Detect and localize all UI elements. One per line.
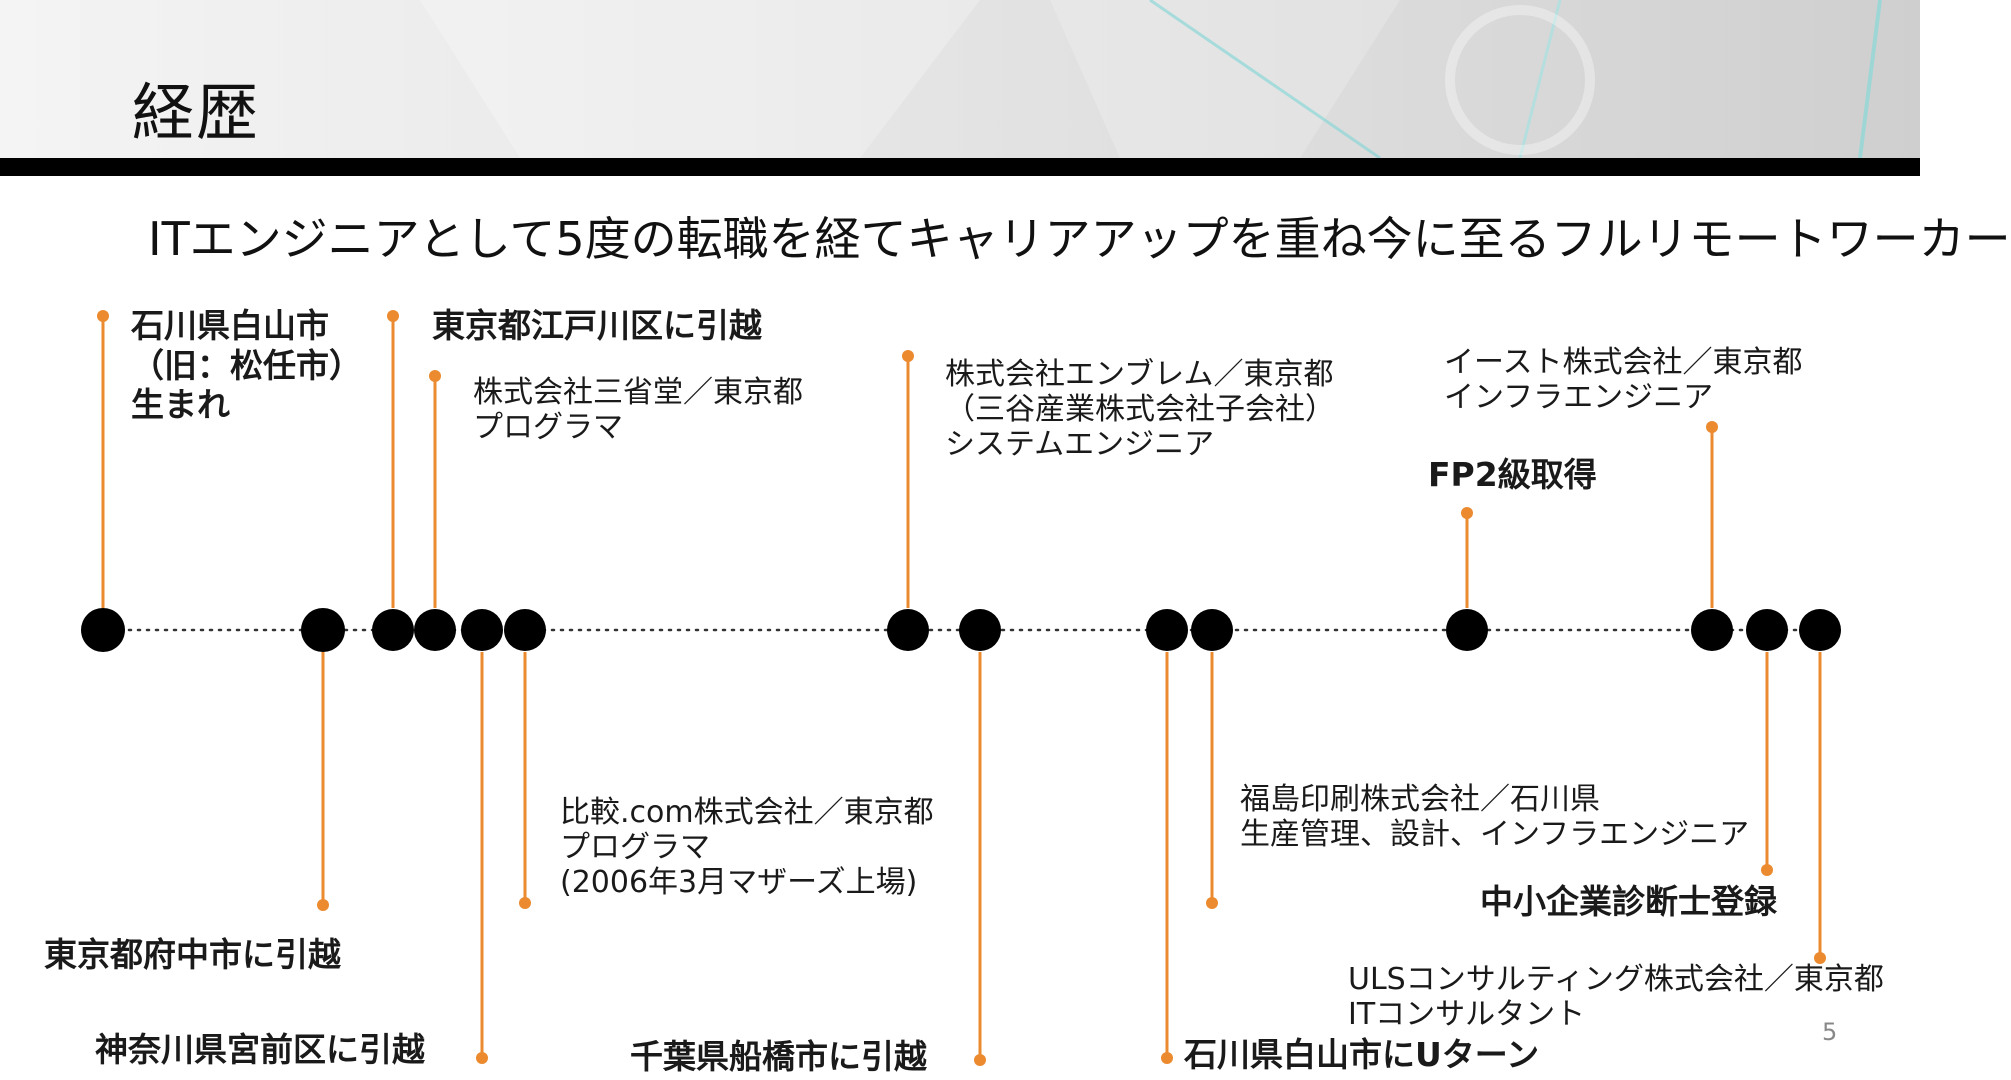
event-label-line: 株式会社エンブレム／東京都	[945, 357, 1334, 392]
event-label: 比較.com株式会社／東京都プログラマ(2006年3月マザーズ上場)	[560, 795, 934, 900]
event-label-line: 東京都江戸川区に引越	[432, 306, 762, 345]
event-label-line: （三谷産業株式会社子会社）	[945, 392, 1335, 428]
connector-end-dot	[429, 370, 441, 382]
event-label-line: 千葉県船橋市に引越	[630, 1037, 927, 1076]
node-group	[81, 608, 1841, 652]
event-label: 福島印刷株式会社／石川県生産管理、設計、インフラエンジニア	[1240, 782, 1749, 852]
connector-end-dot	[317, 899, 329, 911]
page-title: 経歴	[132, 76, 261, 149]
timeline-node	[1691, 609, 1733, 651]
event-label-line: システムエンジニア	[945, 427, 1215, 463]
event-label-line: （旧：松任市）	[131, 345, 362, 385]
event-label: 石川県白山市にUターン	[1184, 1035, 1539, 1075]
timeline	[81, 310, 1841, 1066]
connector-end-dot	[387, 310, 399, 322]
event-label-line: インフラエンジニア	[1444, 380, 1714, 416]
timeline-node	[81, 608, 125, 652]
subtitle: ITエンジニアとして5度の転職を経てキャリアアップを重ね今に至るフルリモートワー…	[148, 212, 2011, 266]
event-label-line: プログラマ	[560, 830, 710, 866]
connector-end-dot	[476, 1052, 488, 1064]
timeline-node	[1746, 609, 1788, 651]
event-label: 東京都府中市に引越	[44, 935, 341, 975]
event-label: 株式会社エンブレム／東京都（三谷産業株式会社子会社）システムエンジニア	[945, 357, 1335, 462]
connector-end-dot	[902, 350, 914, 362]
event-label-line: ITコンサルタント	[1348, 997, 1586, 1033]
event-label-line: FP2級取得	[1428, 455, 1597, 494]
event-label: 石川県白山市（旧：松任市）生まれ	[131, 306, 362, 425]
connector-end-dot	[519, 897, 531, 909]
event-label-line: 比較.com株式会社／東京都	[560, 795, 934, 830]
connector-end-dot	[1814, 952, 1826, 964]
event-label-line: 石川県白山市	[131, 306, 329, 345]
connector-end-dot	[1761, 864, 1773, 876]
event-label: 東京都江戸川区に引越	[432, 306, 762, 346]
connector-group	[97, 310, 1826, 1066]
event-label-line: イースト株式会社／東京都	[1444, 345, 1803, 380]
timeline-node	[959, 609, 1001, 651]
event-label-line: 福島印刷株式会社／石川県	[1240, 782, 1600, 817]
event-label: 株式会社三省堂／東京都プログラマ	[473, 375, 803, 445]
event-label-line: 生まれ	[131, 385, 230, 425]
event-label: 千葉県船橋市に引越	[630, 1037, 927, 1077]
connector-end-dot	[1461, 507, 1473, 519]
timeline-node	[372, 609, 414, 651]
header-divider-bar	[0, 158, 1920, 176]
event-label: イースト株式会社／東京都インフラエンジニア	[1444, 345, 1803, 415]
connector-end-dot	[97, 310, 109, 322]
event-label: 神奈川県宮前区に引越	[95, 1030, 425, 1070]
timeline-node	[461, 609, 503, 651]
event-label-line: プログラマ	[473, 410, 623, 446]
timeline-node	[301, 608, 345, 652]
timeline-node	[1799, 609, 1841, 651]
timeline-node	[504, 609, 546, 651]
event-label-line: 神奈川県宮前区に引越	[95, 1030, 425, 1069]
event-label: FP2級取得	[1428, 455, 1597, 495]
timeline-node	[1191, 609, 1233, 651]
page-number: 5	[1822, 1018, 1838, 1046]
connector-end-dot	[1161, 1052, 1173, 1064]
event-label-line: (2006年3月マザーズ上場)	[560, 865, 918, 901]
event-label: 中小企業診断士登録	[1480, 882, 1777, 922]
event-label-line: 生産管理、設計、インフラエンジニア	[1240, 817, 1750, 853]
timeline-node	[1146, 609, 1188, 651]
event-label-line: 中小企業診断士登録	[1480, 882, 1777, 921]
connector-end-dot	[1206, 897, 1218, 909]
header-band: 経歴	[0, 0, 1920, 160]
event-label-line: 石川県白山市にUターン	[1184, 1035, 1540, 1074]
event-label-line: 株式会社三省堂／東京都	[473, 375, 803, 410]
timeline-node	[887, 609, 929, 651]
connector-end-dot	[1706, 421, 1718, 433]
connector-end-dot	[974, 1054, 986, 1066]
timeline-node	[414, 609, 456, 651]
event-label-line: 東京都府中市に引越	[44, 935, 341, 974]
event-label-line: ULSコンサルティング株式会社／東京都	[1348, 962, 1884, 997]
timeline-node	[1446, 609, 1488, 651]
header-decoration	[420, 0, 1882, 160]
